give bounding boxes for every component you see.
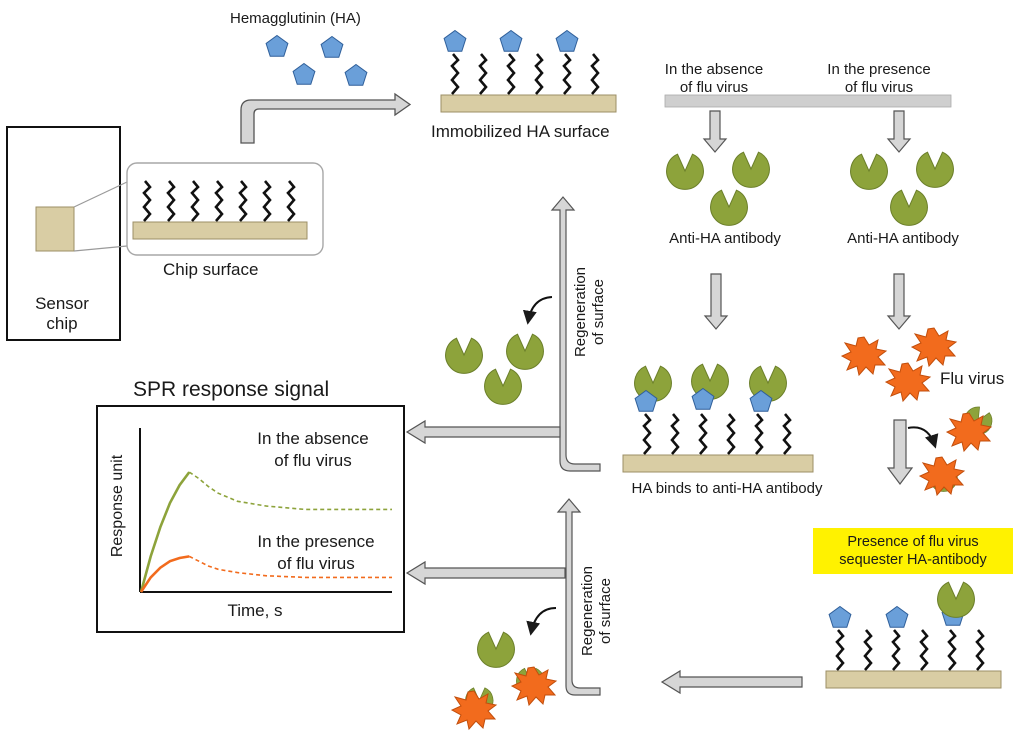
chart-series-group <box>139 471 392 593</box>
spr-chart-frame <box>96 405 405 633</box>
label-presence-line1: In the presence <box>827 61 931 78</box>
label-sequester-line2: sequester HA-antibody <box>839 552 987 568</box>
zoom-line-top <box>73 181 128 208</box>
down-arrow-presence-2 <box>886 273 912 330</box>
curved-arrow-virus-binding <box>907 426 939 449</box>
label-sensor-chip-line1: Sensor <box>35 294 89 313</box>
sequestered-single-antibody <box>937 581 975 618</box>
label-regeneration-top-line1: Regeneration <box>572 266 589 358</box>
label-anti-ha-presence: Anti-HA antibody <box>847 230 959 247</box>
arrow-to-chart-absence <box>405 419 561 445</box>
chart-title: SPR response signal <box>133 378 330 401</box>
curved-arrow-release-top <box>522 296 553 325</box>
flu-viruses <box>841 327 957 402</box>
chart-label-presence-line2: of flu virus <box>277 554 355 573</box>
chip-surface-substrate <box>132 221 308 240</box>
bound-substrate <box>622 454 814 473</box>
label-sensor-chip-line2: chip <box>46 314 78 333</box>
zoom-line-bottom <box>73 245 128 252</box>
chart-ylabel: Response unit <box>109 454 126 558</box>
immobilized-ha-pentagons <box>443 30 579 52</box>
released-complexes-bottom <box>451 631 557 730</box>
series-0-association-line <box>139 471 191 593</box>
label-flu-virus: Flu virus <box>940 369 1005 388</box>
sequestered-substrate <box>825 670 1002 689</box>
immobilized-linkers <box>450 52 600 96</box>
label-sequester-line1: Presence of flu virus <box>847 534 979 550</box>
down-arrow-absence-1 <box>702 110 728 153</box>
down-arrow-presence-1 <box>886 110 912 153</box>
regeneration-arrow-top <box>550 196 601 472</box>
down-arrow-presence-3 <box>886 419 914 485</box>
released-antibodies-top <box>445 333 544 405</box>
label-immobilized-surface: Immobilized HA surface <box>431 122 610 141</box>
chart-label-absence-line2: of flu virus <box>274 451 352 470</box>
label-absence-line1: In the absence <box>664 61 764 78</box>
regeneration-arrow-bottom <box>556 498 601 696</box>
immobilized-substrate <box>440 94 617 113</box>
arrow-from-sequestered <box>660 669 803 695</box>
label-regeneration-top: Regeneration of surface <box>572 267 608 357</box>
series-1-association-line <box>139 555 190 593</box>
chart-xlabel: Time, s <box>227 601 283 620</box>
sequester-highlight-box: Presence of flu virus sequester HA-antib… <box>813 528 1013 574</box>
elbow-arrow-to-immobilization <box>240 92 412 144</box>
down-arrow-absence-2 <box>703 273 729 330</box>
label-regeneration-bottom-line2: of surface <box>597 578 614 644</box>
curved-arrow-release-bottom <box>526 607 557 636</box>
label-regeneration-top-line2: of surface <box>590 279 607 345</box>
label-ha-binds: HA binds to anti-HA antibody <box>631 480 823 497</box>
label-regeneration-bottom-line1: Regeneration <box>579 565 596 657</box>
antibodies-presence <box>850 151 954 226</box>
sample-bar <box>664 94 952 108</box>
label-hemagglutinin: Hemagglutinin (HA) <box>230 10 361 27</box>
bound-linkers <box>642 412 792 456</box>
chart-label-absence-line1: In the absence <box>257 429 369 448</box>
label-absence-line2: of flu virus <box>679 79 749 96</box>
series-0-dissociation-line <box>188 471 392 511</box>
chart-label-presence-line1: In the presence <box>257 532 375 551</box>
label-presence-line2: of flu virus <box>844 79 914 96</box>
sensor-chip-square <box>35 206 75 252</box>
series-1-dissociation-line <box>188 555 392 579</box>
label-chip-surface: Chip surface <box>163 260 259 279</box>
label-anti-ha-absence: Anti-HA antibody <box>669 230 781 247</box>
label-regeneration-bottom: Regeneration of surface <box>579 566 615 656</box>
free-ha-pentagons <box>265 35 368 86</box>
sequestered-linkers <box>835 628 985 672</box>
antibodies-absence <box>666 151 770 226</box>
arrow-to-chart-presence <box>405 560 566 586</box>
chip-surface-zoom <box>126 162 324 256</box>
virus-antibody-complexes <box>919 402 997 496</box>
